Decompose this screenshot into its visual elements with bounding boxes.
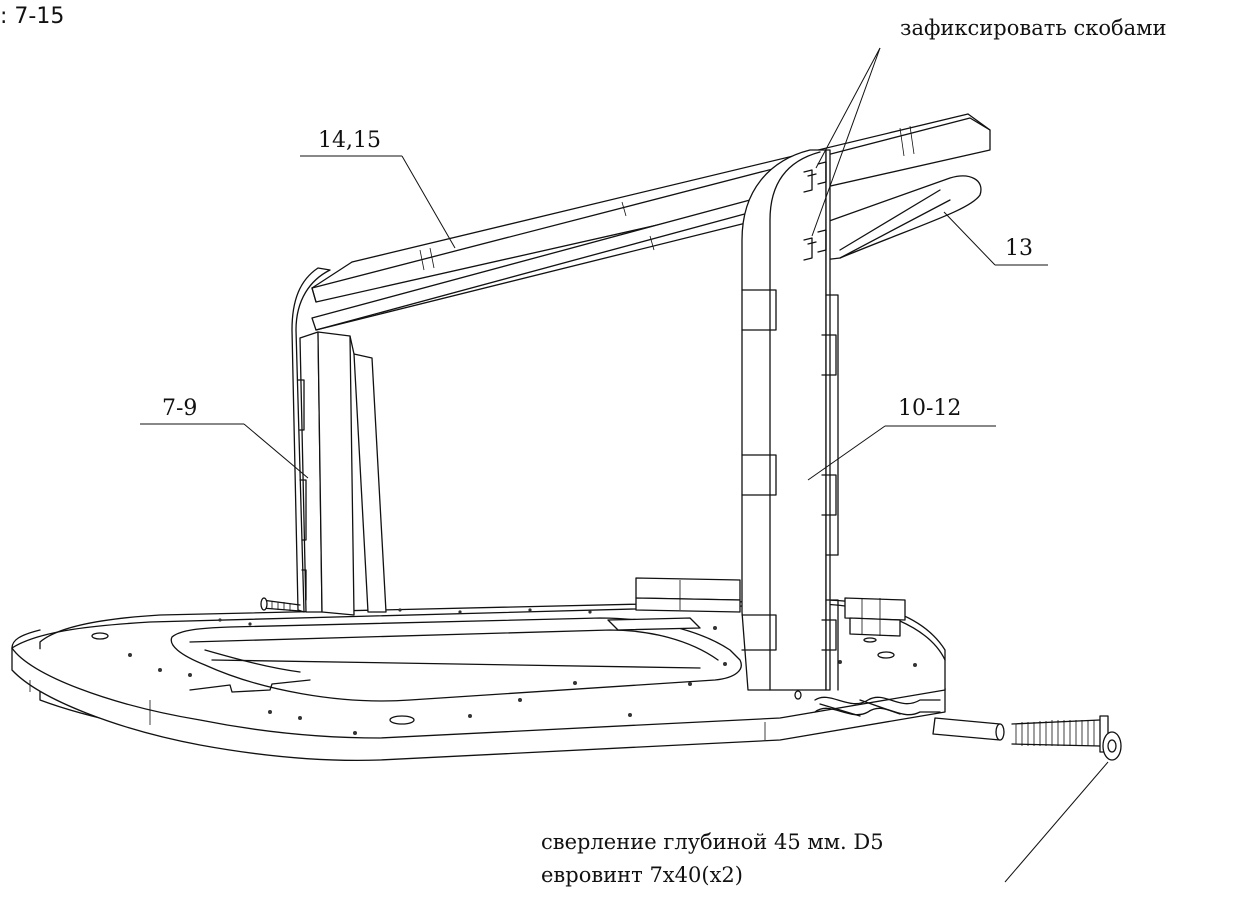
label-left-side: 7-9 [162,396,198,421]
drill-note: сверление глубиной 45 мм. D5 евровинт 7х… [541,826,884,891]
label-right-side: 10-12 [898,396,962,421]
leader-lines [140,47,1109,883]
arc-piece [803,175,982,263]
left-side-panel [291,267,387,616]
drill-note-line1: сверление глубиной 45 мм. D5 [541,830,884,854]
screw-drill [260,597,1122,761]
label-arc-piece: 13 [1005,236,1033,261]
label-fix-note: зафиксировать скобами [900,16,1167,40]
drill-note-line2: евровинт 7х40(х2) [541,862,743,887]
header-fragment: : 7-15 [0,4,65,29]
support-blocks [607,577,906,637]
label-top-rails: 14,15 [318,128,381,153]
right-side-panel [741,149,839,700]
base-plate [11,599,946,762]
